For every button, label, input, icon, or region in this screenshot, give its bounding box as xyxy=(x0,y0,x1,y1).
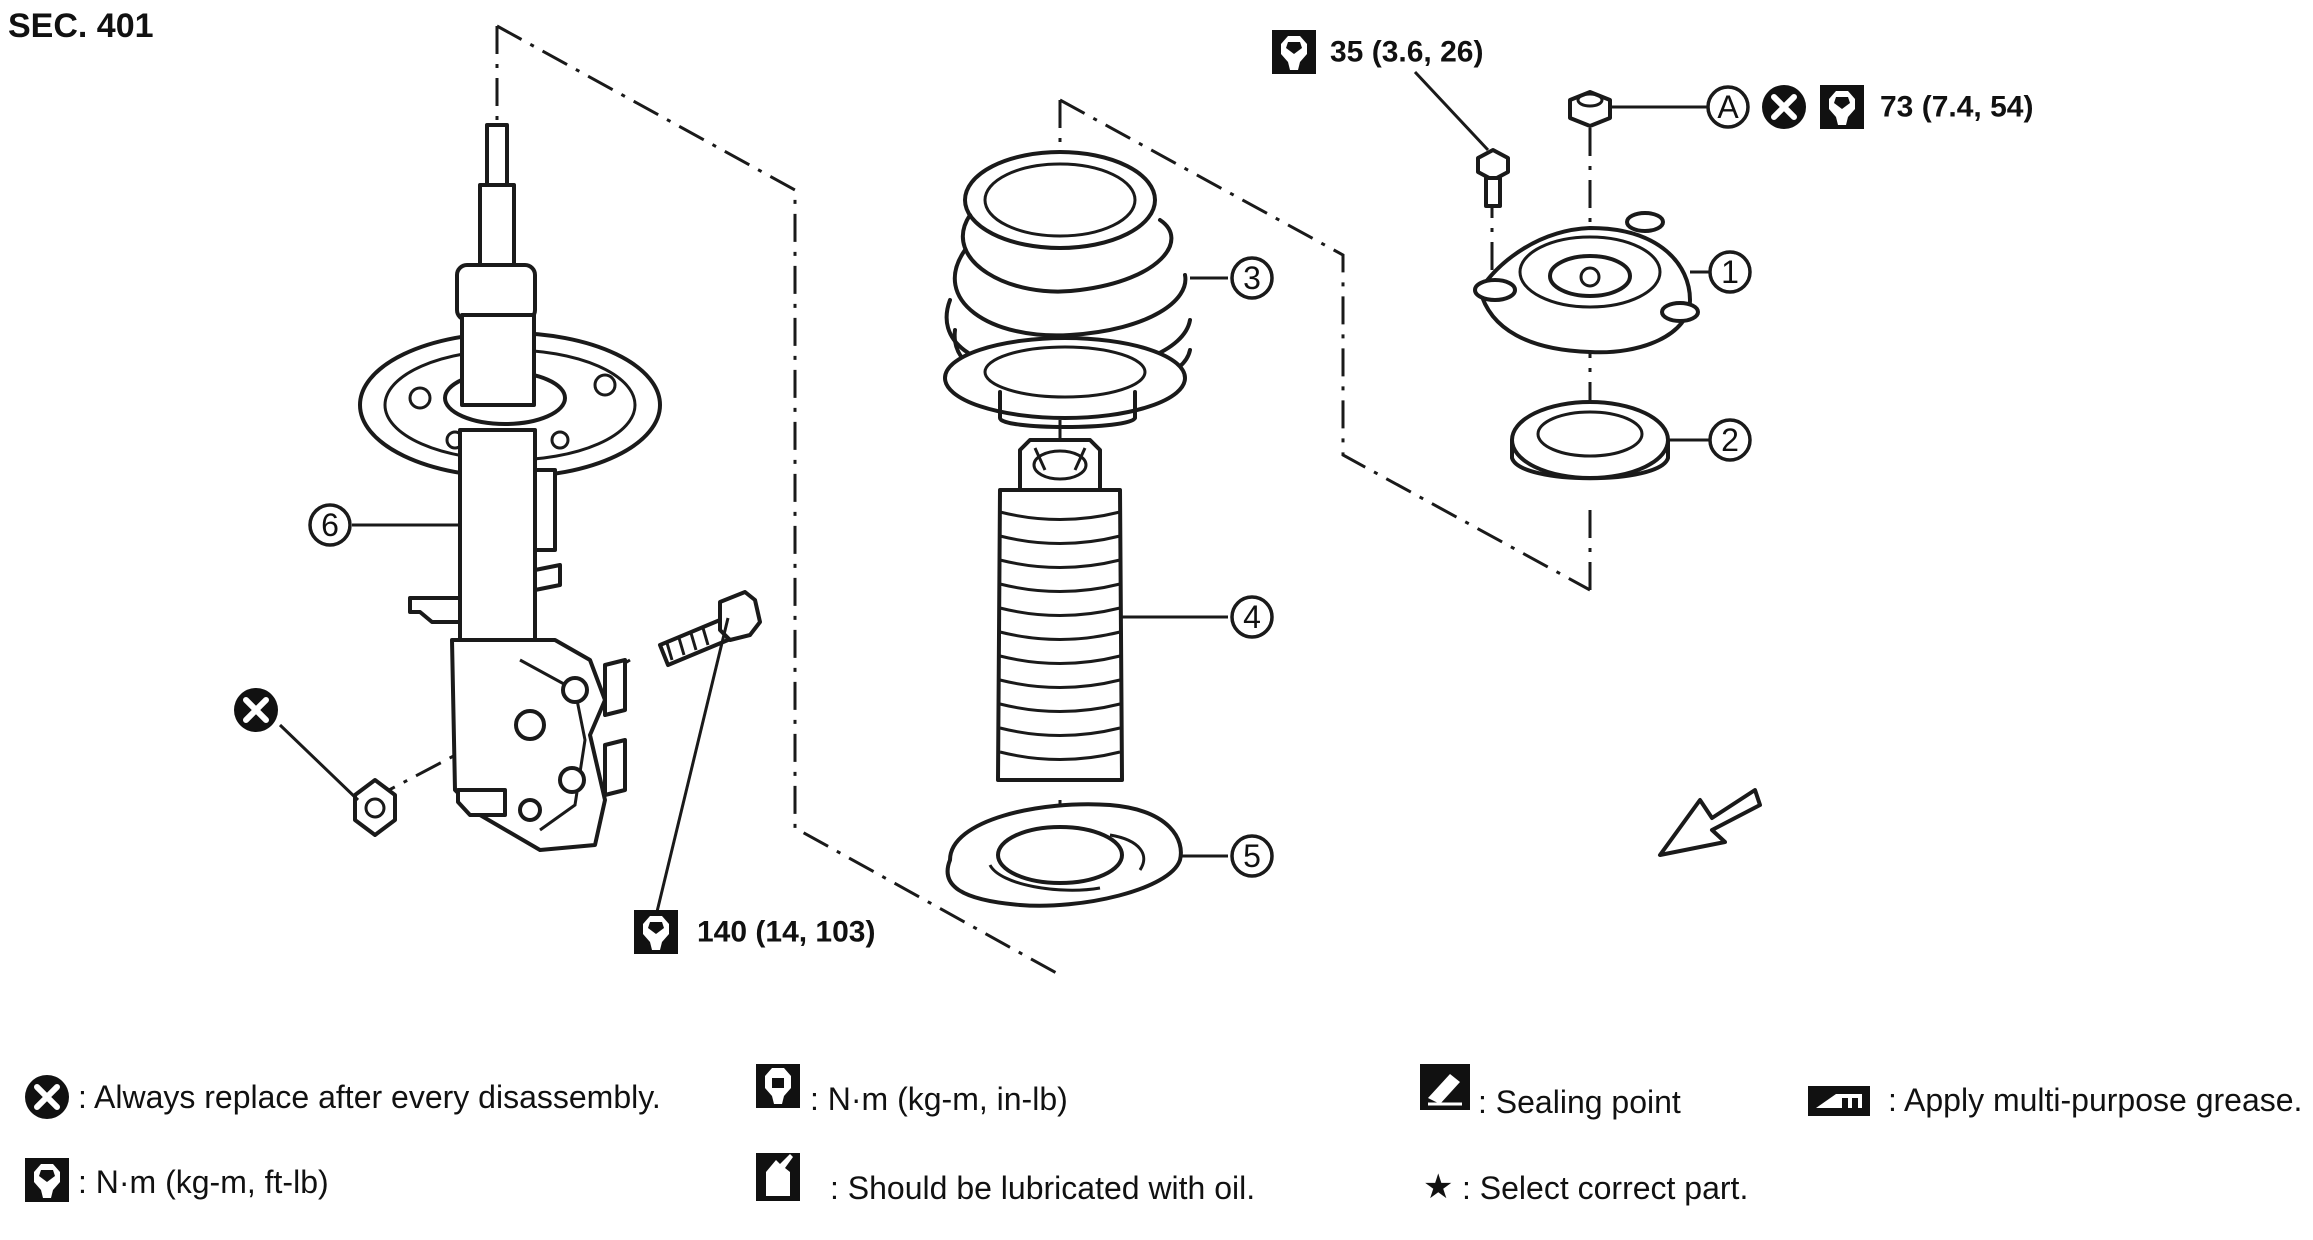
legend-torque-ft: : N·m (kg-m, ft-lb) xyxy=(25,1158,329,1202)
svg-text:: Apply multi-purpose grease.: : Apply multi-purpose grease. xyxy=(1888,1082,2302,1118)
torque-top-nut: 73 (7.4, 54) xyxy=(1762,85,2033,129)
svg-text:1: 1 xyxy=(1721,254,1739,290)
wrench-torque-icon xyxy=(1820,85,1864,129)
strut-mount-insulator xyxy=(1473,211,1700,355)
legend: : Always replace after every disassembly… xyxy=(25,1064,2302,1207)
svg-text:4: 4 xyxy=(1243,599,1261,635)
wrench-torque-icon xyxy=(25,1158,69,1202)
grease-gun-icon xyxy=(1808,1086,1870,1116)
top-nut xyxy=(1568,90,1612,128)
legend-oil: : Should be lubricated with oil. xyxy=(756,1153,1255,1206)
knuckle-nut xyxy=(353,778,397,837)
front-direction-arrow-icon xyxy=(1658,788,1762,857)
legend-sealing: : Sealing point xyxy=(1420,1064,1681,1120)
svg-text:35 (3.6, 26): 35 (3.6, 26) xyxy=(1330,36,1483,69)
callout-4: 4 xyxy=(1230,595,1274,639)
wrench-torque-icon xyxy=(1272,30,1316,74)
torque-knuckle-bolt: 140 (14, 103) xyxy=(634,910,875,954)
wrench-torque-icon xyxy=(634,910,678,954)
callout-1: 1 xyxy=(1708,250,1752,294)
callout-5: 5 xyxy=(1230,834,1274,878)
callout-2: 2 xyxy=(1708,418,1752,462)
legend-torque-in: : N·m (kg-m, in-lb) xyxy=(756,1064,1068,1117)
svg-text:73 (7.4, 54): 73 (7.4, 54) xyxy=(1880,91,2033,124)
svg-text:2: 2 xyxy=(1721,422,1739,458)
torque-upper-bolt: 35 (3.6, 26) xyxy=(1272,30,1483,74)
upper-bolt xyxy=(1476,148,1510,208)
oil-can-icon xyxy=(756,1153,800,1201)
leader-lines xyxy=(278,70,1712,921)
legend-grease: : Apply multi-purpose grease. xyxy=(1808,1082,2302,1118)
svg-text:6: 6 xyxy=(321,507,339,543)
replace-x-icon xyxy=(1762,85,1806,129)
svg-text:A: A xyxy=(1717,89,1739,125)
replace-x-icon xyxy=(25,1075,69,1119)
svg-text:: N·m (kg-m, ft-lb): : N·m (kg-m, ft-lb) xyxy=(78,1164,329,1200)
callout-A: A xyxy=(1706,85,1750,129)
svg-text:: Always replace after every d: : Always replace after every disassembly… xyxy=(78,1079,661,1115)
knuckle-bolt xyxy=(658,590,762,667)
sealing-icon xyxy=(1420,1064,1470,1110)
svg-text:: Should be lubricated with oi: : Should be lubricated with oil. xyxy=(830,1170,1255,1206)
section-title: SEC. 401 xyxy=(8,7,154,45)
svg-text:: N·m (kg-m, in-lb): : N·m (kg-m, in-lb) xyxy=(810,1081,1068,1117)
svg-text:: Sealing point: : Sealing point xyxy=(1478,1084,1681,1120)
legend-select: ★ : Select correct part. xyxy=(1423,1167,1748,1207)
wrench-torque-in-icon xyxy=(756,1064,800,1108)
callout-3: 3 xyxy=(1230,256,1274,300)
svg-text:5: 5 xyxy=(1243,838,1261,874)
lower-spring-seat xyxy=(945,802,1183,908)
dust-boot xyxy=(996,438,1124,782)
mount-bearing xyxy=(1510,400,1670,481)
svg-text:: Select correct part.: : Select correct part. xyxy=(1462,1170,1748,1206)
replace-x-icon xyxy=(234,688,278,732)
svg-text:3: 3 xyxy=(1243,260,1261,296)
knuckle-nut-replace xyxy=(234,688,278,732)
coil-spring xyxy=(943,150,1192,429)
callout-6: 6 xyxy=(308,503,352,547)
svg-text:140 (14, 103): 140 (14, 103) xyxy=(697,916,875,949)
legend-replace: : Always replace after every disassembly… xyxy=(25,1075,661,1119)
strut-assembly xyxy=(358,123,662,852)
star-icon: ★ xyxy=(1423,1167,1453,1207)
